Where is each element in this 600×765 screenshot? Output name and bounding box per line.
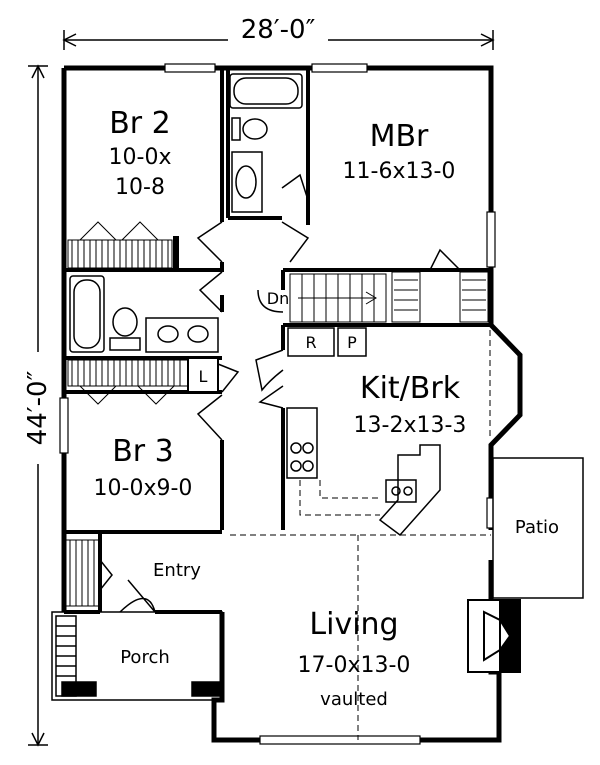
- dashed-lines: [230, 330, 491, 740]
- living-note: vaulted: [320, 689, 388, 710]
- br2-size-a: 10-0x: [109, 145, 172, 170]
- br2-name: Br 2: [109, 106, 171, 141]
- porch-label: Porch: [120, 647, 170, 668]
- mbr-size: 11-6x13-0: [343, 159, 456, 184]
- refrigerator-label: R: [305, 333, 316, 352]
- closet-shelves: [65, 221, 189, 607]
- bath-fixtures: [69, 73, 303, 353]
- porch: [51, 611, 223, 701]
- linen-closet: [187, 357, 219, 393]
- living-name: Living: [309, 607, 398, 642]
- kitchen-fixtures: [286, 327, 441, 537]
- patio-label: Patio: [515, 517, 559, 538]
- living-size: 17-0x13-0: [298, 653, 411, 678]
- br2-size-b: 10-8: [115, 175, 165, 200]
- patio-slab: [492, 457, 584, 599]
- pantry-label: P: [347, 333, 357, 352]
- wall-post: [173, 236, 179, 270]
- stairs-down-label: Dn: [267, 289, 289, 308]
- kitbrk-name: Kit/Brk: [360, 371, 461, 406]
- fireplace: [467, 599, 521, 673]
- mbr-name: MBr: [370, 119, 429, 154]
- depth-dimension: 44′-0″: [23, 370, 53, 445]
- entry-label: Entry: [153, 560, 201, 581]
- kitbrk-size: 13-2x13-3: [354, 413, 467, 438]
- br3-name: Br 3: [112, 434, 174, 469]
- windows: [59, 63, 496, 745]
- linen-label: L: [199, 367, 208, 386]
- br3-size: 10-0x9-0: [94, 476, 193, 501]
- stairs: [289, 271, 489, 323]
- width-dimension: 28′-0″: [241, 15, 316, 45]
